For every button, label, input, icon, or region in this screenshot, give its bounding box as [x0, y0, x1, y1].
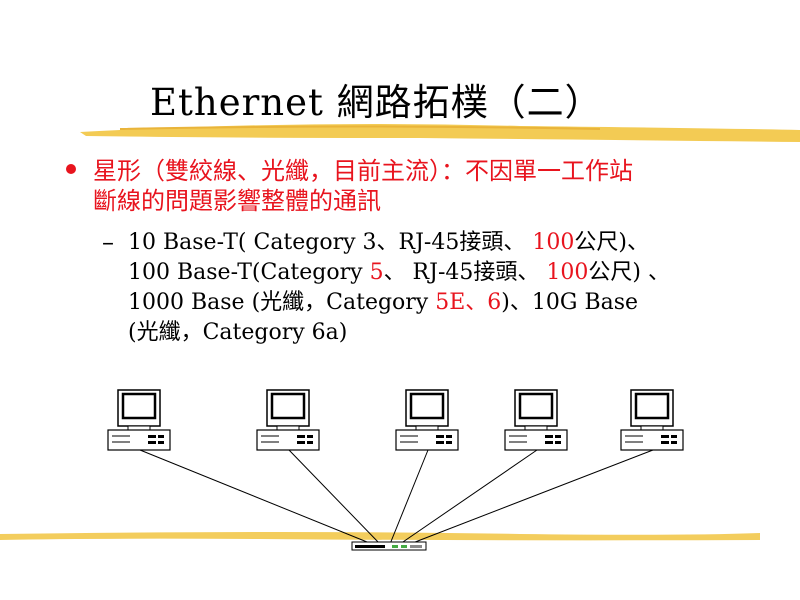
- sub-line-2-red-2: 100: [546, 260, 589, 285]
- sub-bullet-dash: –: [102, 228, 114, 256]
- sub-line-2-red-1: 5: [369, 260, 384, 285]
- bullet-marker: [66, 164, 76, 174]
- sub-line-2-c: 、 RJ-45接頭、: [383, 260, 547, 285]
- computer-icon: [255, 388, 321, 452]
- sub-line-1-a: 10 Base-T( Category 3、RJ-45接頭、: [128, 230, 533, 255]
- computer-icon: [106, 388, 172, 452]
- sub-line-3-a: 1000 Base (光纖，Category: [128, 290, 436, 315]
- computer-icon: [503, 388, 569, 452]
- cable-3: [389, 449, 429, 545]
- bullet-text: 星形（雙絞線、光纖，目前主流）：不因單一工作站 斷線的問題影響整體的通訊: [93, 156, 773, 216]
- bullet-line-1: 星形（雙絞線、光纖，目前主流）：不因單一工作站: [93, 157, 633, 185]
- sub-line-1: 10 Base-T( Category 3、RJ-45接頭、 100公尺)、: [128, 228, 788, 258]
- cable-5: [409, 449, 654, 545]
- cable-1: [139, 449, 373, 545]
- computer-icon: [394, 388, 460, 452]
- sub-line-2-a: 100 Base-T(Category: [128, 260, 370, 285]
- sub-bullet-text: 10 Base-T( Category 3、RJ-45接頭、 100公尺)、 1…: [128, 228, 788, 348]
- computer-icon: [619, 388, 685, 452]
- hub-icon: [351, 541, 427, 551]
- sub-line-3: 1000 Base (光纖，Category 5E、6)、10G Base: [128, 288, 788, 318]
- cable-2: [288, 449, 381, 545]
- sub-line-1-c: 公尺)、: [574, 230, 649, 255]
- sub-line-1-red: 100: [532, 230, 575, 255]
- bullet-line-2: 斷線的問題影響整體的通訊: [93, 187, 381, 215]
- cables: [139, 449, 654, 545]
- sub-line-3-c: )、10G Base: [501, 290, 639, 315]
- sub-line-4: (光纖，Category 6a): [128, 318, 788, 348]
- sub-line-4-a: (光纖，Category 6a): [128, 320, 348, 345]
- slide-title: Ethernet 網路拓樸（二）: [150, 81, 603, 124]
- sub-line-2: 100 Base-T(Category 5、 RJ-45接頭、 100公尺) 、: [128, 258, 788, 288]
- sub-line-2-e: 公尺) 、: [588, 260, 670, 285]
- cable-4: [399, 449, 538, 545]
- sub-line-3-red: 5E、6: [435, 290, 502, 315]
